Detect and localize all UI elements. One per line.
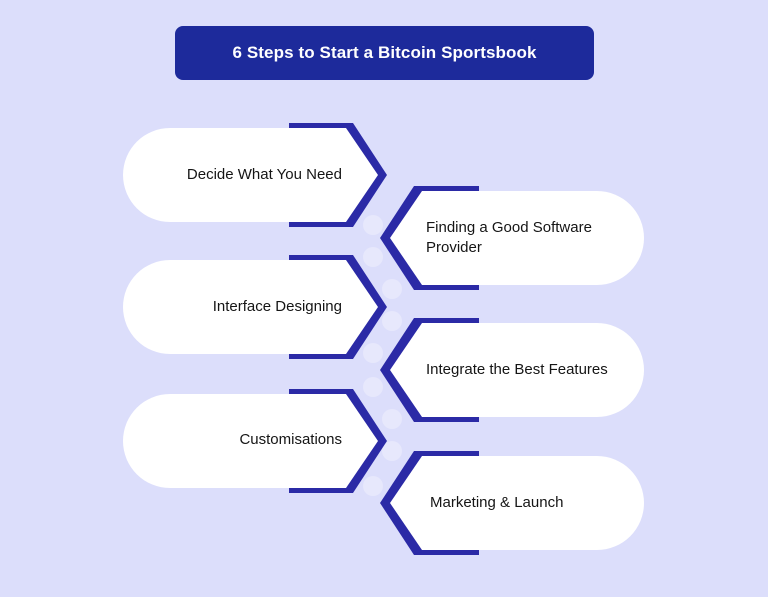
step-3-label: Interface Designing xyxy=(212,298,342,315)
diagram-title: 6 Steps to Start a Bitcoin Sportsbook xyxy=(232,43,537,62)
step-5-shape xyxy=(123,389,387,493)
connector-dots xyxy=(363,215,402,496)
connector-dot xyxy=(363,476,383,496)
title-banner: 6 Steps to Start a Bitcoin Sportsbook xyxy=(175,26,594,80)
connector-dot xyxy=(363,377,383,397)
connector-dot xyxy=(382,409,402,429)
step-5-label: Customisations xyxy=(239,431,342,448)
step-2-label: Finding a Good Software Provider xyxy=(426,219,592,256)
connector-dot xyxy=(382,311,402,331)
step-1-shape xyxy=(123,123,387,227)
connector-dot xyxy=(363,247,383,267)
step-4-label: Integrate the Best Features xyxy=(426,361,608,378)
connector-dot xyxy=(382,441,402,461)
step-6-shape xyxy=(380,451,644,555)
step-3-shape xyxy=(123,255,387,359)
step-1-label: Decide What You Need xyxy=(186,166,342,183)
connector-dot xyxy=(382,279,402,299)
connector-dot xyxy=(363,215,383,235)
step-4-shape xyxy=(380,318,644,422)
step-2-shape xyxy=(380,186,644,290)
connector-dot xyxy=(363,343,383,363)
step-6-label: Marketing & Launch xyxy=(430,494,564,511)
